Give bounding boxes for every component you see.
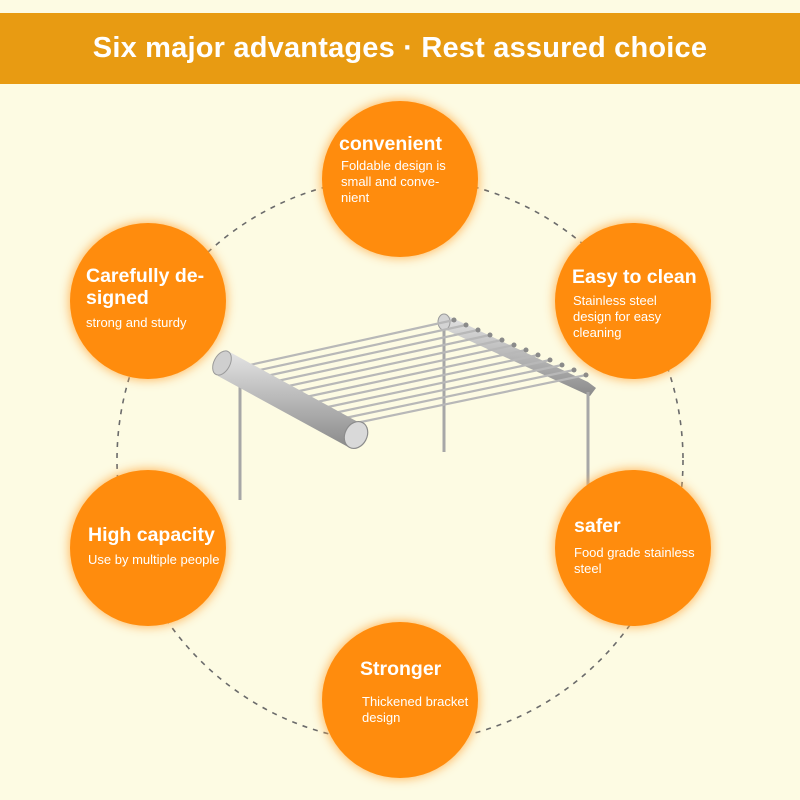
advantage-description: Thickened bracket design <box>362 694 469 725</box>
advantage-description: Foldable design is small and conve-nient <box>341 158 446 205</box>
advantage-stronger: Stronger Thickened bracket design <box>322 622 478 778</box>
advantage-safer: safer Food grade stainless steel <box>555 470 711 626</box>
advantage-title: Carefully de-signed <box>86 265 205 309</box>
advantage-high-capacity: High capacity Use by multiple people <box>70 470 226 626</box>
advantage-title: safer <box>574 515 621 537</box>
grill-rods <box>234 318 588 425</box>
advantage-description: Stainless steel design for easy cleaning <box>573 293 662 340</box>
header-banner: Six major advantages · Rest assured choi… <box>0 13 800 84</box>
advantage-title: Stronger <box>360 658 442 680</box>
advantage-description: strong and sturdy <box>86 315 187 330</box>
advantage-title: convenient <box>339 133 442 155</box>
advantage-description: Use by multiple people <box>88 552 220 567</box>
advantage-carefully-designed: Carefully de-signed strong and sturdy <box>70 223 226 379</box>
advantage-description: Food grade stainless steel <box>574 545 695 576</box>
front-tube <box>212 350 369 449</box>
advantage-easy-to-clean: Easy to clean Stainless steel design for… <box>555 223 711 379</box>
page-title: Six major advantages · Rest assured choi… <box>92 32 708 64</box>
advantage-convenient: convenient Foldable design is small and … <box>322 101 478 257</box>
advantage-title: High capacity <box>88 524 215 546</box>
advantage-title: Easy to clean <box>572 266 697 288</box>
